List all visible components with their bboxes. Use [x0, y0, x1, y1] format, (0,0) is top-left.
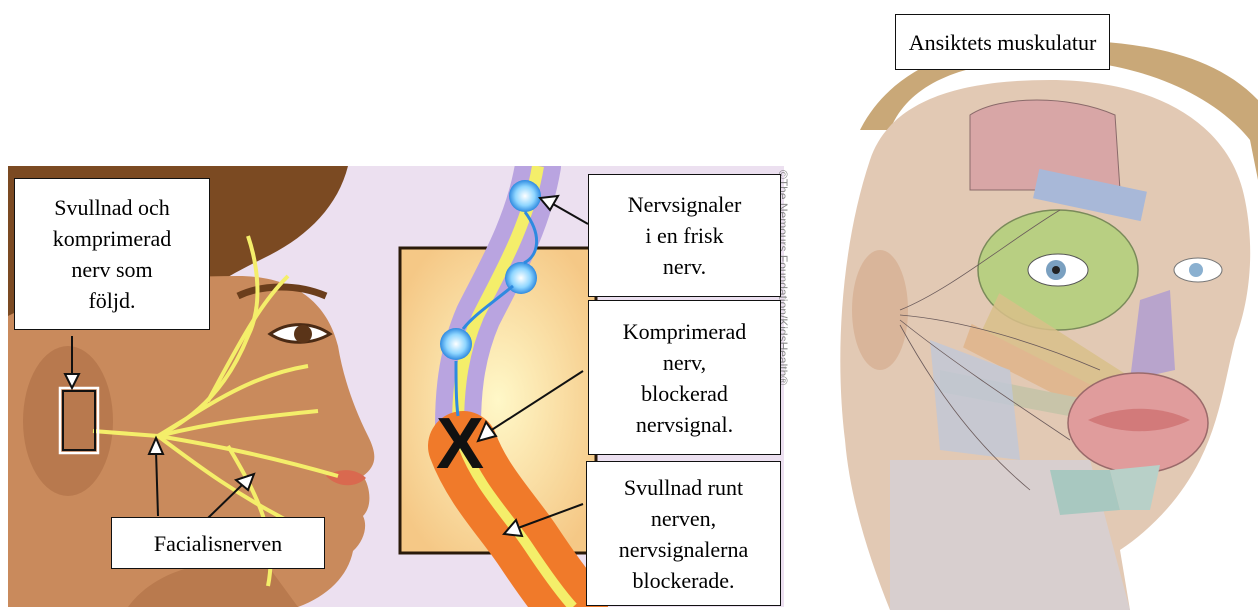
- signal-node: [509, 180, 541, 212]
- face-muscles-drawing: [830, 40, 1258, 610]
- ear: [852, 250, 908, 370]
- ear: [23, 346, 113, 496]
- signal-node: [440, 328, 472, 360]
- block-mark: X: [436, 404, 484, 484]
- label-swollen-nerve: Svullnad och komprimerad nerv som följd.: [14, 178, 210, 330]
- face-muscles-illustration: [830, 40, 1258, 610]
- chin-muscle: [1050, 470, 1120, 515]
- label-face-muscles: Ansiktets muskulatur: [895, 14, 1110, 70]
- label-facial-nerve: Facialisnerven: [111, 517, 325, 569]
- label-healthy-signals: Nervsignaler i en frisk nerv.: [588, 174, 781, 297]
- label-compressed-nerve: Komprimerad nerv, blockerad nervsignal.: [588, 300, 781, 455]
- label-swelling-around: Svullnad runt nerven, nervsignalerna blo…: [586, 461, 781, 606]
